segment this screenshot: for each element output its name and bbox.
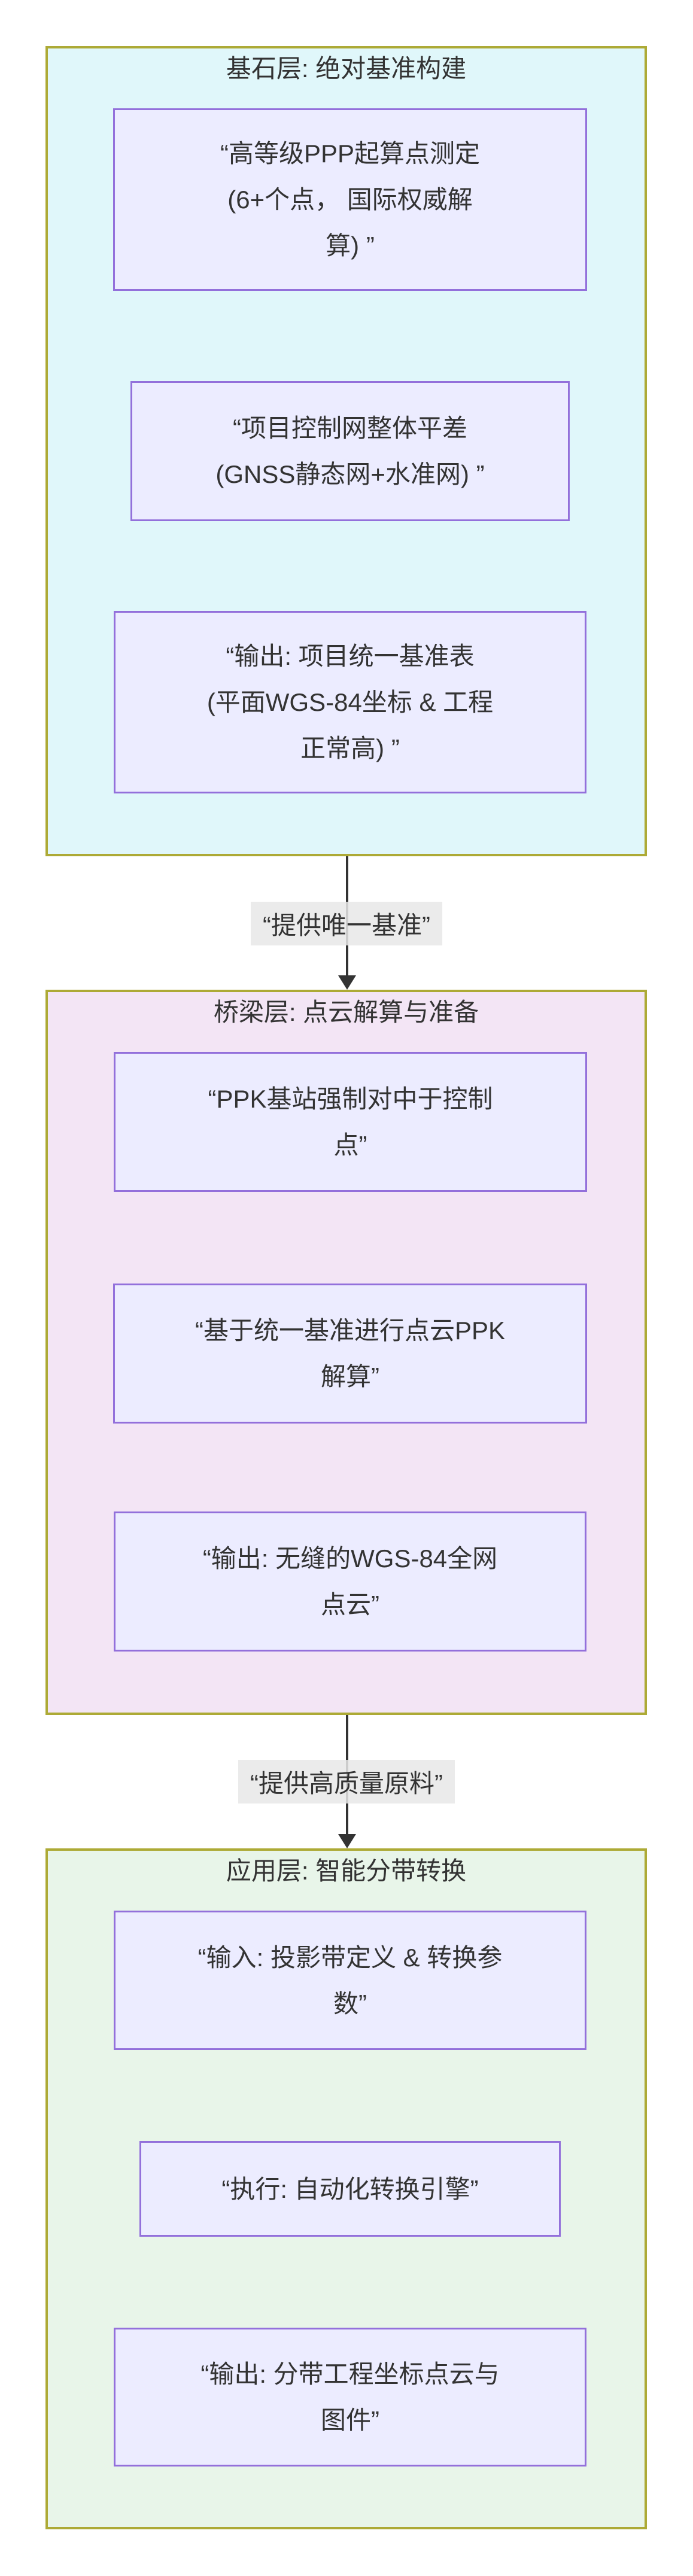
edge-label-1: “提供唯一基准” xyxy=(251,902,442,945)
node-ppp-measurement: “高等级PPP起算点测定 (6+个点， 国际权威解 算) ” xyxy=(113,108,587,291)
edge-label-2: “提供高质量原料” xyxy=(238,1760,455,1803)
arrowhead-down-icon xyxy=(338,1834,356,1848)
section-application-layer: 应用层: 智能分带转换 “输入: 投影带定义 & 转换参 数” “执行: 自动化… xyxy=(45,1848,647,2529)
node-conversion-engine: “执行: 自动化转换引擎” xyxy=(139,2141,561,2237)
node-network-adjustment: “项目控制网整体平差 (GNSS静态网+水准网) ” xyxy=(130,381,570,521)
arrowhead-down-icon xyxy=(338,975,356,990)
node-projection-input: “输入: 投影带定义 & 转换参 数” xyxy=(114,1911,586,2050)
node-ppk-base-centering: “PPK基站强制对中于控制 点” xyxy=(114,1052,587,1192)
section-title: 应用层: 智能分带转换 xyxy=(226,1857,467,1885)
node-wgs84-pointcloud-output: “输出: 无缝的WGS-84全网 点云” xyxy=(114,1511,586,1652)
node-datum-table-output: “输出: 项目统一基准表 (平面WGS-84坐标 & 工程 正常高) ” xyxy=(114,611,586,793)
section-title: 基石层: 绝对基准构建 xyxy=(226,54,467,83)
section-bridge-layer: 桥梁层: 点云解算与准备 “PPK基站强制对中于控制 点” “基于统一基准进行点… xyxy=(45,990,647,1715)
section-foundation-layer: 基石层: 绝对基准构建 “高等级PPP起算点测定 (6+个点， 国际权威解 算)… xyxy=(45,46,647,856)
node-ppk-solution: “基于统一基准进行点云PPK 解算” xyxy=(113,1284,587,1424)
section-title: 桥梁层: 点云解算与准备 xyxy=(213,998,479,1026)
node-zoned-output: “输出: 分带工程坐标点云与 图件” xyxy=(114,2328,586,2466)
